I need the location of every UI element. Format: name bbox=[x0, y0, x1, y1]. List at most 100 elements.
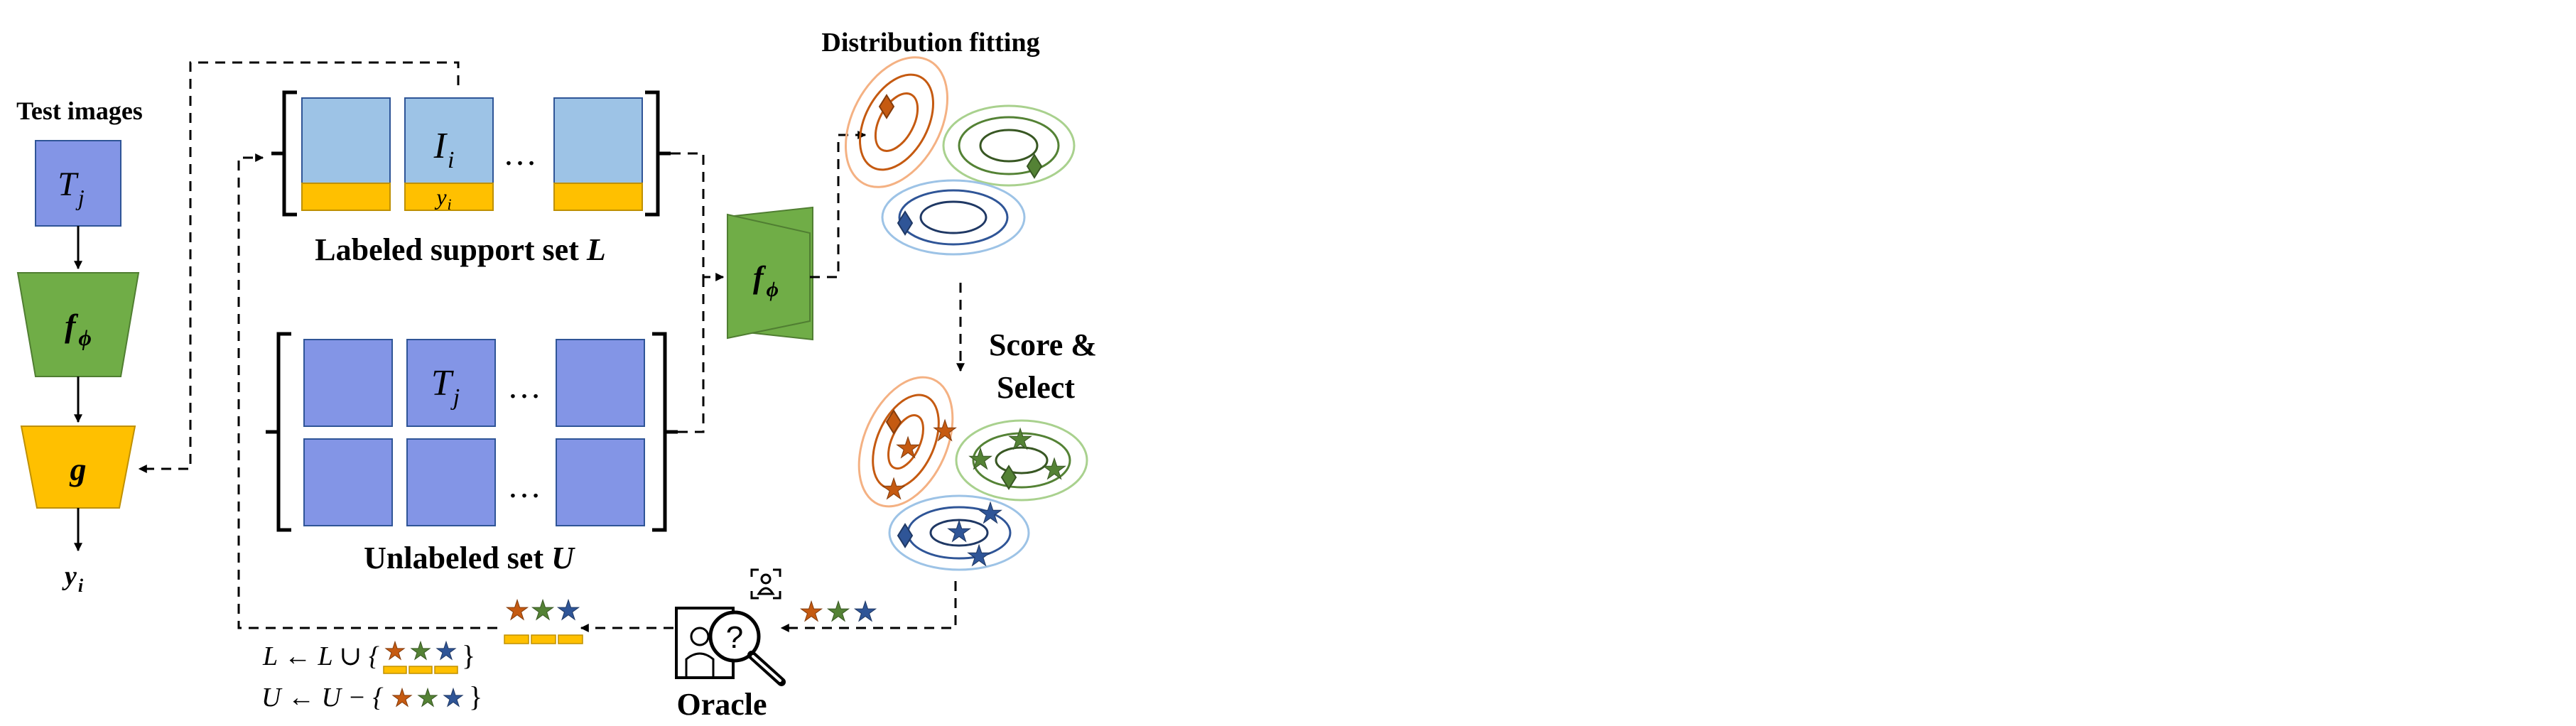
eq2-star-blue: ★ bbox=[443, 684, 464, 713]
dashed-labeled-to-head bbox=[138, 61, 460, 473]
eq1-star-blue: ★ bbox=[435, 637, 457, 666]
green-selected-star-2: ★ bbox=[1007, 423, 1033, 456]
output-label-subscript: i bbox=[78, 575, 84, 596]
unlabeled-ellipsis-top: … bbox=[507, 368, 541, 406]
labeled-image-symbol: I bbox=[433, 126, 448, 166]
labeled-label-subscript: i bbox=[448, 195, 452, 213]
scored-distribution-blue: ★ ★ ★ bbox=[888, 494, 1030, 573]
labeled-ellipsis: … bbox=[503, 135, 537, 173]
labeled-image-n bbox=[553, 97, 643, 211]
fitted-distribution-orange bbox=[844, 56, 949, 188]
unlabeled-set: Tj … … Unlabeled set U bbox=[266, 332, 678, 575]
svg-text:Labeled support set L: Labeled support set L bbox=[315, 232, 605, 267]
test-image-subscript: j bbox=[75, 185, 85, 210]
svg-text:fϕ: fϕ bbox=[65, 308, 92, 350]
encoder-left-f: f bbox=[65, 308, 79, 344]
blue-selected-star-1: ★ bbox=[946, 516, 972, 548]
labeled-label-symbol: y bbox=[434, 184, 447, 210]
unlabeled-image-n bbox=[556, 339, 645, 427]
encoder-middle-f: f bbox=[753, 260, 767, 295]
dashed-labeled-to-encoder bbox=[671, 152, 725, 281]
dashed-select-to-oracle bbox=[780, 581, 957, 632]
svg-text:fϕ: fϕ bbox=[753, 260, 779, 301]
test-image-box: Tj bbox=[35, 140, 121, 227]
score-select-line2: Select bbox=[997, 370, 1075, 405]
blue-prototype-diamond bbox=[897, 210, 914, 236]
unlabeled-image-symbol: T bbox=[431, 363, 454, 403]
labeled-image-subscript: i bbox=[448, 147, 454, 173]
dashed-labels-back-to-support-set bbox=[237, 153, 497, 629]
distribution-fitting-label: Distribution fitting bbox=[821, 28, 1039, 58]
orange-selected-star-1: ★ bbox=[895, 432, 921, 465]
dashed-unlabeled-to-encoder bbox=[678, 277, 705, 433]
orange-prototype-diamond bbox=[878, 94, 895, 119]
update-equation-labeled: L ← L ∪ { ★ ★ ★ } bbox=[262, 637, 475, 674]
labeled-set-caption-var: L bbox=[586, 232, 606, 267]
eq2-star-orange: ★ bbox=[391, 684, 413, 713]
eq1-close-brace: } bbox=[462, 639, 475, 671]
query-star-green: ★ bbox=[826, 596, 850, 627]
unlabeled-image-1 bbox=[303, 339, 393, 427]
encoder-left-phi: ϕ bbox=[78, 325, 92, 350]
labeled-image-i: Ii yi bbox=[404, 97, 494, 213]
annotated-queries: ★ ★ ★ bbox=[504, 595, 583, 644]
blue-selected-star-2: ★ bbox=[978, 497, 1003, 530]
annotated-star-orange: ★ bbox=[505, 595, 529, 626]
labeled-image-1 bbox=[301, 97, 391, 211]
green-selected-star-3: ★ bbox=[1041, 453, 1067, 486]
annotator-badge-icon bbox=[750, 568, 781, 600]
encoder-middle-phi: ϕ bbox=[767, 278, 779, 301]
unlabeled-image-row2-1 bbox=[303, 438, 393, 526]
eq1-lhs: L ← L ∪ { bbox=[262, 641, 379, 671]
unlabeled-image-subscript: j bbox=[450, 384, 460, 411]
svg-text:Tj: Tj bbox=[58, 166, 85, 210]
annotated-label-orange bbox=[504, 634, 529, 644]
unlabeled-image-j: Tj bbox=[406, 339, 496, 427]
svg-text:Tj: Tj bbox=[431, 363, 460, 411]
classifier-head-label: g bbox=[70, 451, 87, 487]
output-label-y: y bbox=[62, 561, 77, 591]
test-images-label: Test images bbox=[16, 97, 143, 125]
annotated-label-blue bbox=[558, 634, 583, 644]
svg-text:yi: yi bbox=[62, 561, 84, 596]
oracle: ? Oracle bbox=[675, 568, 786, 722]
eq2-star-green: ★ bbox=[417, 684, 438, 713]
orange-selected-star-3: ★ bbox=[881, 473, 907, 506]
scored-distribution-green: ★ ★ ★ bbox=[955, 419, 1088, 502]
green-selected-star-1: ★ bbox=[968, 443, 993, 476]
query-star-orange: ★ bbox=[799, 596, 823, 627]
oracle-label: Oracle bbox=[676, 687, 767, 722]
unlabeled-image-row2-2 bbox=[406, 438, 496, 526]
selected-queries: ★ ★ ★ bbox=[799, 596, 877, 628]
eq2-close-brace: } bbox=[469, 681, 482, 713]
labeled-right-bracket bbox=[645, 90, 671, 217]
eq1-star-orange: ★ bbox=[384, 637, 406, 666]
orange-selected-star-2: ★ bbox=[932, 415, 958, 448]
unlabeled-right-bracket bbox=[652, 332, 678, 532]
annotated-label-green bbox=[531, 634, 556, 644]
fitted-distribution-blue bbox=[881, 179, 1026, 256]
eq2-lhs: U ← U − { bbox=[261, 683, 384, 713]
unlabeled-image-row2-n bbox=[556, 438, 645, 526]
green-prototype-diamond bbox=[1026, 153, 1043, 179]
svg-text:yi: yi bbox=[434, 184, 451, 213]
unlabeled-set-caption: Unlabeled set bbox=[364, 541, 551, 575]
labeled-support-set: Ii yi … Labeled support set L bbox=[271, 90, 671, 267]
scored-distribution-orange: ★ ★ ★ bbox=[857, 376, 958, 508]
annotated-star-green: ★ bbox=[531, 595, 555, 626]
unlabeled-left-bracket bbox=[266, 332, 291, 532]
labeled-left-bracket bbox=[271, 90, 297, 217]
fitted-distribution-green bbox=[942, 104, 1076, 187]
update-equation-unlabeled: U ← U − { ★ ★ ★ } bbox=[261, 681, 482, 713]
oracle-magnifier-icon: ? bbox=[675, 607, 786, 686]
query-star-blue: ★ bbox=[853, 596, 877, 627]
labeled-set-caption: Labeled support set bbox=[315, 232, 587, 267]
test-image-symbol: T bbox=[58, 166, 79, 203]
eq1-star-green: ★ bbox=[410, 637, 431, 666]
annotated-star-blue: ★ bbox=[556, 595, 580, 626]
unlabeled-ellipsis-bottom: … bbox=[507, 467, 541, 505]
svg-text:Ii: Ii bbox=[433, 126, 455, 173]
